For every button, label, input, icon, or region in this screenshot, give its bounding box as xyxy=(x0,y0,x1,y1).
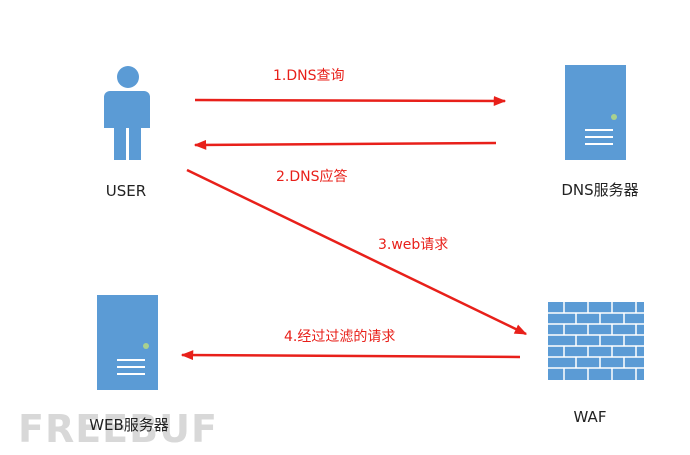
step-label-filtered-request: 4.经过过滤的请求 xyxy=(284,329,395,345)
step-label-web-request: 3.web请求 xyxy=(378,237,448,253)
brick-wall-icon xyxy=(548,302,644,380)
waf-label: WAF xyxy=(574,408,607,426)
web-server-label: WEB服务器 xyxy=(89,416,169,434)
arrow-filtered-request xyxy=(180,350,521,361)
watermark-text: FREEBUF xyxy=(18,407,218,451)
arrow-web-request xyxy=(186,168,528,336)
step-label-dns-response: 2.DNS应答 xyxy=(276,168,348,185)
arrow-dns-response xyxy=(193,139,497,150)
dns-server-label: DNS服务器 xyxy=(561,181,638,199)
person-icon xyxy=(104,66,150,160)
step-label-dns-query: 1.DNS查询 xyxy=(273,68,345,84)
arrow-dns-query xyxy=(194,95,507,106)
server-icon xyxy=(97,295,158,390)
server-icon xyxy=(565,65,626,160)
user-label: USER xyxy=(106,182,146,200)
